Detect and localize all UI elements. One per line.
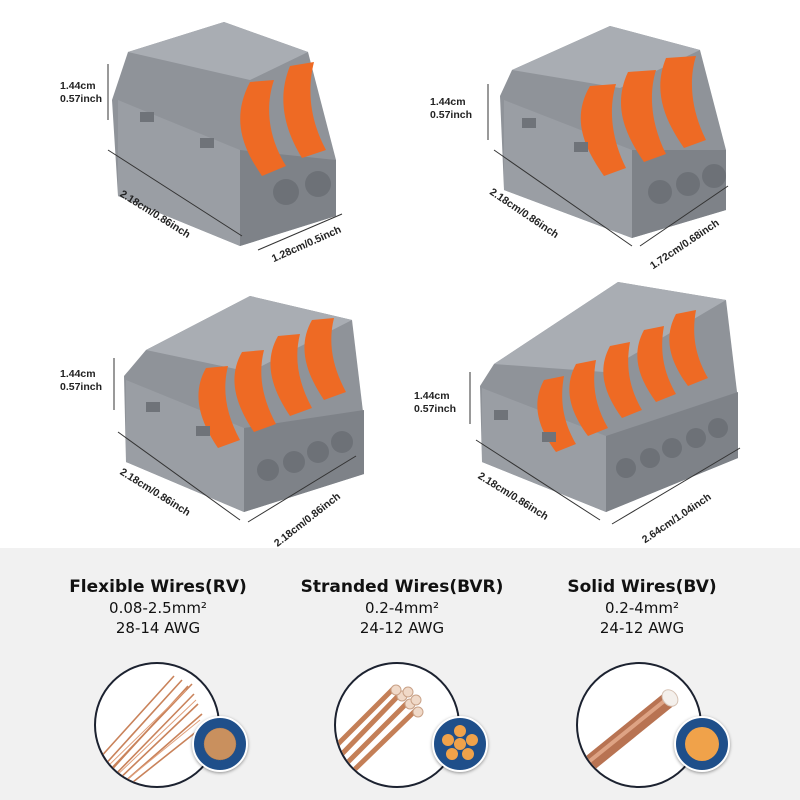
wire-range: 0.2-4mm² <box>604 599 680 617</box>
wire-range: 0.08-2.5mm² <box>109 599 207 617</box>
wire-title: Solid Wires(BV) <box>567 577 717 597</box>
flexible-cross-section-icon <box>192 716 248 772</box>
stranded-cores <box>442 725 478 760</box>
height-inch: 0.57inch <box>60 381 103 393</box>
stranded-cross-section-icon <box>432 716 488 772</box>
solid-core <box>685 727 719 761</box>
flexible-core <box>203 727 237 761</box>
wire-awg: 24-12 AWG <box>599 619 685 637</box>
height-inch: 0.57inch <box>60 93 103 105</box>
wire-stranded-text: Stranded Wires(BVR) 0.2-4mm² 24-12 AWG <box>272 576 532 638</box>
stranded-wire-strands <box>336 684 424 775</box>
wire-solid-text: Solid Wires(BV) 0.2-4mm² 24-12 AWG <box>512 576 772 638</box>
wire-awg: 24-12 AWG <box>359 619 445 637</box>
height-cm: 1.44cm <box>60 80 96 92</box>
solid-cross-section-icon <box>674 716 730 772</box>
wire-flexible-text: Flexible Wires(RV) 0.08-2.5mm² 28-14 AWG <box>28 576 288 638</box>
wire-title: Stranded Wires(BVR) <box>300 577 504 597</box>
connector-2-height-label: 1.44cm 0.57inch <box>60 80 102 106</box>
stranded-wire-icon <box>334 662 460 788</box>
connector-4-height-label: 1.44cm 0.57inch <box>60 368 102 394</box>
solid-wire-rod <box>578 689 679 775</box>
height-inch: 0.57inch <box>430 109 473 121</box>
wire-title: Flexible Wires(RV) <box>69 577 247 597</box>
height-cm: 1.44cm <box>414 390 450 402</box>
connector-5-height-label: 1.44cm 0.57inch <box>414 390 456 416</box>
connector-3-height-label: 1.44cm 0.57inch <box>430 96 472 122</box>
height-cm: 1.44cm <box>60 368 96 380</box>
height-inch: 0.57inch <box>414 403 457 415</box>
height-cm: 1.44cm <box>430 96 466 108</box>
wire-awg: 28-14 AWG <box>115 619 201 637</box>
wire-range: 0.2-4mm² <box>364 599 440 617</box>
